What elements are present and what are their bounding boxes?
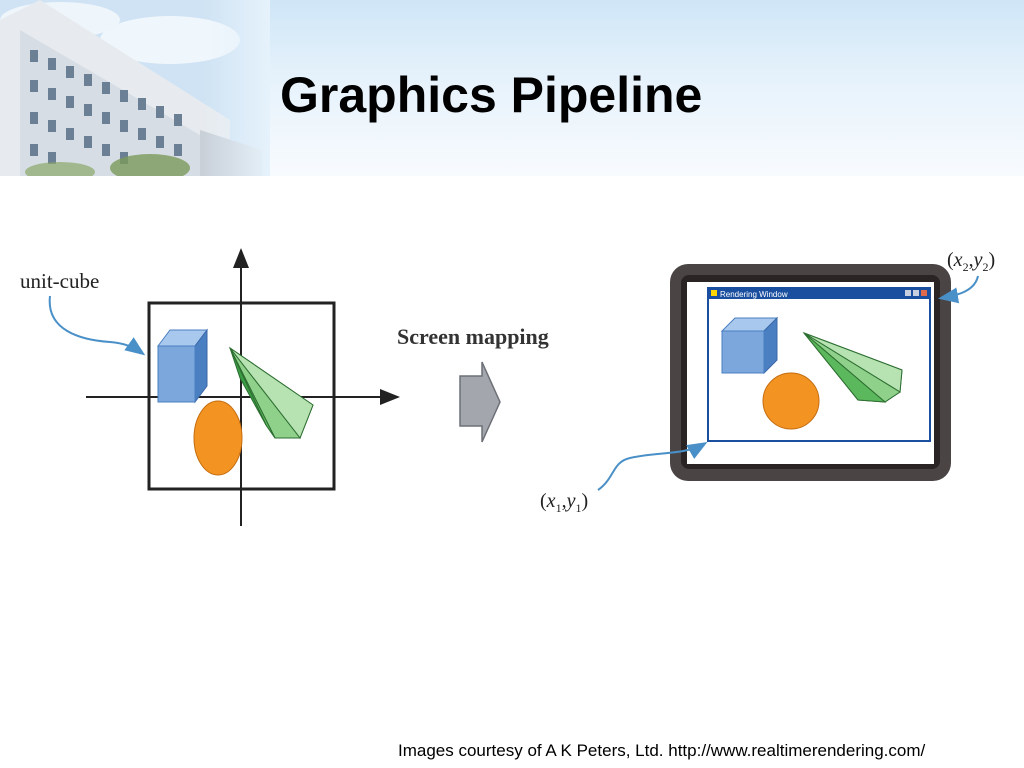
campus-building-image [0, 0, 270, 176]
window-title: Rendering Window [720, 290, 788, 299]
unit-cube-space: unit-cube [20, 248, 400, 526]
cube-object [157, 328, 208, 404]
sphere-object [193, 400, 243, 476]
cone-object [228, 346, 314, 439]
window-close-icon [921, 290, 927, 296]
bottom-left-callout-arrow [597, 441, 708, 491]
window-sphere-object [762, 372, 820, 430]
window-maximize-icon [913, 290, 919, 296]
svg-text:(x2,y2): (x2,y2) [947, 249, 995, 274]
monitor: Rendering Window [670, 264, 951, 481]
unit-cube-callout-arrow [48, 295, 146, 356]
window-title-bar [708, 288, 930, 299]
image-credit: Images courtesy of A K Peters, Ltd. http… [398, 741, 926, 760]
mapping-arrow [459, 361, 501, 443]
slide-title: Graphics Pipeline [280, 67, 703, 123]
window-minimize-icon [905, 290, 911, 296]
corner-label-top-right: (x2,y2) [947, 249, 995, 274]
unit-cube-boundary [147, 301, 336, 491]
screen-mapping-label: Screen mapping [397, 324, 549, 349]
window-app-icon [711, 290, 717, 296]
top-right-callout-arrow [938, 275, 979, 304]
rendering-window: Rendering Window [707, 287, 931, 442]
unit-cube-label: unit-cube [20, 269, 99, 293]
window-cube-object [720, 316, 779, 375]
window-cone-object [802, 331, 903, 403]
corner-label-bottom-left: (x1,y1) [540, 490, 588, 515]
svg-text:(x1,y1): (x1,y1) [540, 490, 588, 515]
